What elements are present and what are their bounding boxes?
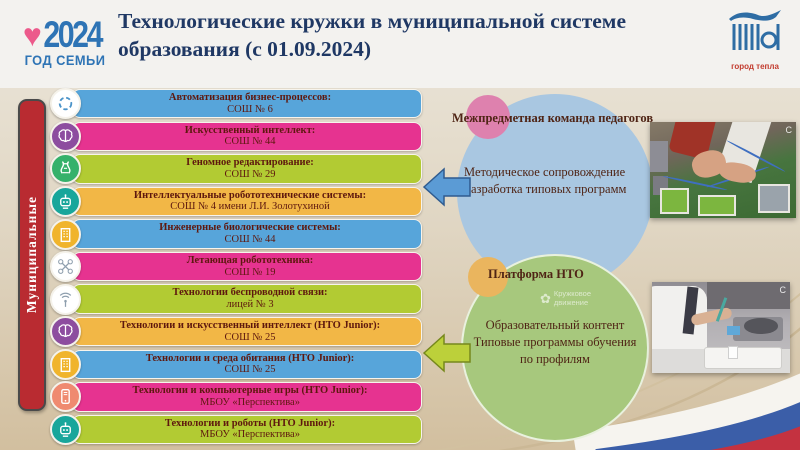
program-row: Технологии и среда обитания (НТО Junior)… bbox=[50, 348, 422, 380]
scale-plate bbox=[744, 318, 778, 334]
program-title: Технологии и искусственный интеллект (НТ… bbox=[119, 319, 381, 331]
heart-icon: ♥ bbox=[22, 17, 42, 53]
model-grass-patch bbox=[660, 188, 690, 215]
program-bar: Технологии беспроводной связи: лицей № 3 bbox=[72, 284, 422, 314]
municipal-label-bar: Муниципальные bbox=[18, 99, 46, 411]
model-building bbox=[650, 141, 668, 172]
fox-icon bbox=[729, 10, 781, 21]
model-panel bbox=[758, 184, 791, 214]
program-school: СОШ № 44 bbox=[224, 234, 276, 245]
program-bar: Летающая робототехника: СОШ № 19 bbox=[72, 251, 422, 282]
program-bar: Интеллектуальные робототехнические систе… bbox=[72, 186, 422, 217]
antenna-icon bbox=[50, 283, 81, 315]
program-school: лицей № 3 bbox=[226, 299, 274, 311]
platform-line: по профилям bbox=[520, 351, 590, 366]
program-bar: Технологии и искусственный интеллект (НТ… bbox=[72, 317, 422, 347]
program-school: СОШ № 4 имени Л.И. Золотухиной bbox=[170, 201, 330, 213]
program-row: Технологии и искусственный интеллект (НТ… bbox=[50, 316, 422, 348]
program-row: Технологии беспроводной связи: лицей № 3 bbox=[50, 283, 422, 315]
flag-red-band bbox=[710, 426, 800, 450]
program-bar: Геномное редактирование: СОШ № 29 bbox=[72, 154, 422, 184]
program-school: СОШ № 19 bbox=[224, 266, 276, 278]
program-school: СОШ № 6 bbox=[227, 103, 273, 115]
program-bar: Автоматизация бизнес-процессов: СОШ № 6 bbox=[72, 89, 422, 119]
teachers-text: Методическое сопровождение Разработка ти… bbox=[464, 164, 626, 198]
teachers-dot bbox=[466, 95, 510, 139]
gear-swirl-icon bbox=[50, 88, 81, 120]
teachers-line: Методическое сопровождение bbox=[464, 165, 626, 179]
surgut-city-logo: город тепла bbox=[718, 6, 792, 71]
photo-watermark: С bbox=[785, 125, 793, 135]
program-bar: Технологии и роботы (НТО Junior): МБОУ «… bbox=[72, 414, 422, 445]
photo-robotics-city-model: С bbox=[650, 122, 796, 218]
municipal-label: Муниципальные bbox=[24, 196, 39, 314]
drone-icon bbox=[50, 251, 81, 283]
platform-line: Типовые программы обучения bbox=[473, 334, 637, 349]
model-grass-patch bbox=[698, 194, 737, 217]
year-subtitle: ГОД СЕМЬИ bbox=[24, 53, 106, 68]
program-title: Автоматизация бизнес-процессов: bbox=[168, 91, 332, 103]
program-bar: Технологии и компьютерные игры (НТО Juni… bbox=[72, 382, 422, 412]
platform-label: Платформа НТО bbox=[488, 267, 584, 281]
lab-hood bbox=[707, 282, 790, 310]
scale-screen bbox=[726, 325, 741, 335]
teachers-label: Межпредметная команда педагогов bbox=[452, 111, 654, 125]
program-title: Технологии и компьютерные игры (НТО Juni… bbox=[132, 385, 368, 397]
year-2024-logo: ♥ 2024 ГОД СЕМЬИ bbox=[12, 14, 118, 68]
platform-dot bbox=[468, 257, 508, 297]
platform-text: Образовательный контент Типовые программ… bbox=[462, 317, 648, 368]
program-bar: Искусственный интеллект: СОШ № 44 bbox=[72, 121, 422, 151]
program-row: Технологии и роботы (НТО Junior): МБОУ «… bbox=[50, 413, 422, 445]
surgut-emblem-icon bbox=[729, 10, 781, 50]
program-row: Геномное редактирование: СОШ № 29 bbox=[50, 153, 422, 185]
page-title: Технологические кружки в муниципальной с… bbox=[118, 9, 626, 61]
program-title: Технологии и среда обитания (НТО Junior)… bbox=[145, 352, 355, 364]
program-row: Искусственный интеллект: СОШ № 44 bbox=[50, 120, 422, 152]
program-title: Геномное редактирование: bbox=[186, 157, 314, 169]
program-row: Инженерные биологические системы: СОШ № … bbox=[50, 218, 422, 250]
header-band bbox=[0, 0, 800, 88]
program-row: Летающая робототехника: СОШ № 19 bbox=[50, 251, 422, 283]
green-left-arrow-icon bbox=[422, 333, 471, 373]
program-row: Интеллектуальные робототехнические систе… bbox=[50, 185, 422, 217]
program-title: Технологии беспроводной связи: bbox=[172, 287, 328, 299]
program-title: Интеллектуальные робототехнические систе… bbox=[133, 189, 367, 201]
program-bar: Инженерные биологические системы: СОШ № … bbox=[72, 219, 422, 249]
year-number: 2024 bbox=[43, 14, 103, 55]
program-title: Инженерные биологические системы: bbox=[159, 222, 341, 234]
flower-icon: ✿ bbox=[540, 290, 551, 306]
lab-bottle bbox=[727, 345, 738, 360]
phone-icon bbox=[50, 381, 81, 413]
brain-icon bbox=[50, 120, 81, 152]
program-school: МБОУ «Перспектива» bbox=[200, 396, 300, 408]
photo-watermark: С bbox=[779, 285, 787, 295]
program-title: Технологии и роботы (НТО Junior): bbox=[164, 417, 336, 429]
program-school: СОШ № 44 bbox=[224, 136, 276, 148]
program-school: СОШ № 25 bbox=[224, 331, 276, 343]
dna-icon bbox=[50, 153, 81, 185]
brain-icon bbox=[50, 316, 81, 348]
robot-icon bbox=[50, 413, 81, 445]
program-title: Искусственный интеллект: bbox=[184, 124, 316, 136]
platform-line: Образовательный контент bbox=[485, 318, 625, 332]
program-title: Летающая робототехника: bbox=[186, 254, 314, 266]
program-list: Автоматизация бизнес-процессов: СОШ № 6 … bbox=[50, 88, 422, 447]
program-row: Автоматизация бизнес-процессов: СОШ № 6 bbox=[50, 88, 422, 120]
program-bar: Технологии и среда обитания (НТО Junior)… bbox=[72, 349, 422, 380]
program-school: СОШ № 29 bbox=[224, 168, 276, 180]
kruzhkovoe-dvizhenie-watermark: ✿ Кружковое движение bbox=[540, 289, 612, 307]
robot-icon bbox=[50, 185, 81, 217]
watermark-text: Кружковое движение bbox=[553, 289, 591, 307]
program-row: Технологии и компьютерные игры (НТО Juni… bbox=[50, 381, 422, 413]
program-school: МБОУ «Перспектива» bbox=[200, 429, 300, 441]
blue-left-arrow-icon bbox=[422, 167, 471, 207]
teachers-line: Разработка типовых программ bbox=[464, 181, 627, 196]
city-tagline: город тепла bbox=[731, 62, 779, 71]
program-school: СОШ № 25 bbox=[224, 364, 276, 376]
flag-blue-band bbox=[595, 402, 800, 450]
building-icon bbox=[50, 218, 81, 250]
building-icon bbox=[50, 348, 81, 380]
photo-lab-experiment: С bbox=[652, 282, 790, 373]
lab-tray bbox=[704, 346, 782, 370]
